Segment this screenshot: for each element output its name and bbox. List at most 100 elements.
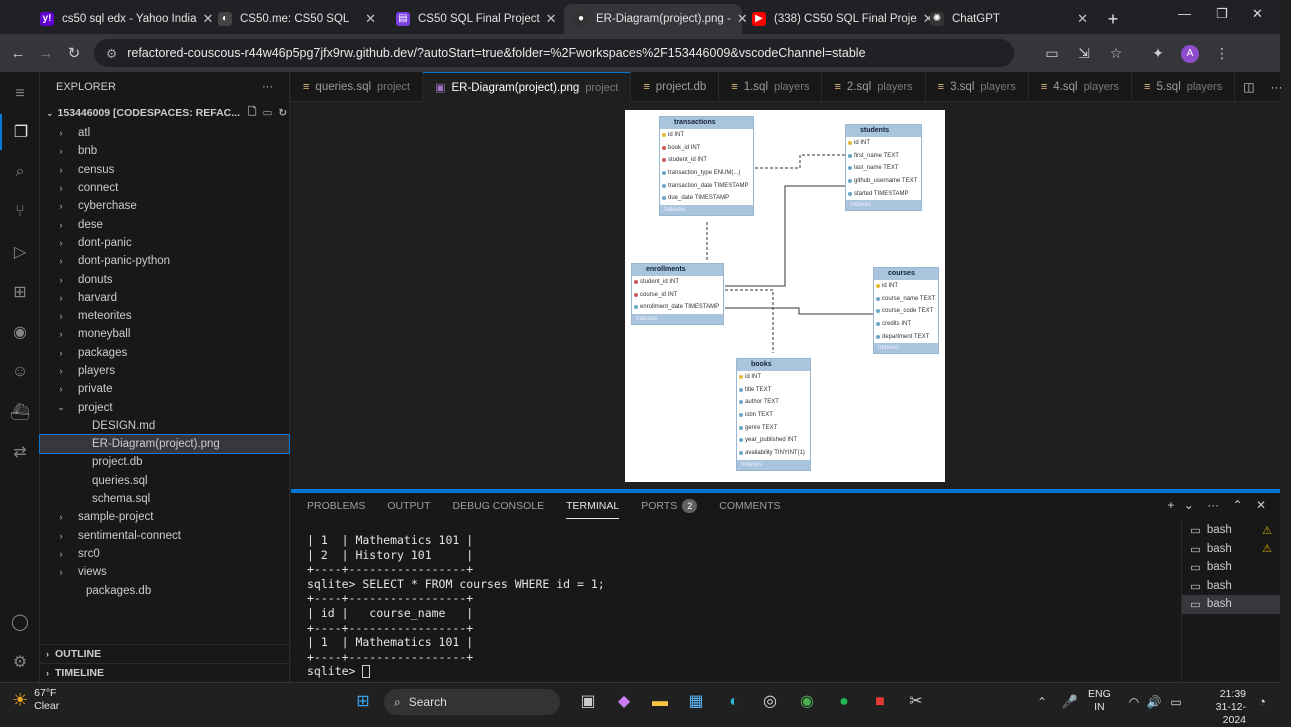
panel-tab-debug-console[interactable]: DEBUG CONSOLE <box>453 493 545 519</box>
maximize-panel-icon[interactable]: ⌃ <box>1232 498 1243 512</box>
panel-resize-sash[interactable] <box>291 489 1280 493</box>
tab-close-icon[interactable]: ✕ <box>922 11 934 26</box>
tree-folder[interactable]: ›meteorites <box>40 307 289 325</box>
editor-tab[interactable]: ≡project.db <box>631 72 720 102</box>
pdf-app-icon[interactable]: ■ <box>875 693 885 710</box>
close-panel-icon[interactable]: ✕ <box>1255 498 1266 512</box>
settings-gear-icon[interactable]: ⚙ <box>12 654 28 671</box>
more-actions-icon[interactable]: ··· <box>262 81 273 93</box>
spotify-icon[interactable]: ● <box>839 693 849 710</box>
tree-folder[interactable]: ›src0 <box>40 545 289 563</box>
dell-icon[interactable]: ◎ <box>763 693 777 710</box>
new-tab-plus-icon[interactable]: + <box>1107 8 1119 29</box>
tree-folder[interactable]: ›harvard <box>40 289 289 307</box>
tree-folder[interactable]: ›sentimental-connect <box>40 527 289 545</box>
terminal-instance[interactable]: ▭bash <box>1182 595 1280 614</box>
source-control-icon[interactable]: ⑂ <box>15 203 25 220</box>
account-icon[interactable]: ◯ <box>11 614 29 631</box>
language-indicator[interactable]: ENG IN <box>1088 688 1111 713</box>
panel-tab-problems[interactable]: PROBLEMS <box>307 493 365 519</box>
browser-tab[interactable]: ▤CS50 SQL Final Project✕ <box>386 4 564 34</box>
tree-folder[interactable]: ›census <box>40 161 289 179</box>
edge-icon[interactable]: ◐ <box>729 693 739 710</box>
outline-section[interactable]: ›OUTLINE <box>40 644 289 663</box>
tab-close-icon[interactable]: ✕ <box>545 11 557 26</box>
file-explorer-icon[interactable]: ▬ <box>652 693 668 710</box>
new-file-icon[interactable]: 🗋 <box>248 106 257 118</box>
tree-file[interactable]: packages.db <box>40 581 289 599</box>
tree-folder[interactable]: ›dont-panic <box>40 234 289 252</box>
tab-close-icon[interactable]: ✕ <box>365 11 376 26</box>
tree-folder[interactable]: ›sample-project <box>40 508 289 526</box>
tab-close-icon[interactable]: ✕ <box>736 11 748 26</box>
extensions-icon[interactable]: ✦ <box>1152 44 1164 61</box>
browser-tab[interactable]: ●ER-Diagram(project).png -✕ <box>564 4 748 34</box>
split-editor-icon[interactable]: ◫ <box>1243 80 1255 94</box>
battery-icon[interactable]: ▭ <box>1170 695 1182 709</box>
browser-tab[interactable]: ✺ChatGPT✕ <box>920 4 1098 34</box>
panel-tab-output[interactable]: OUTPUT <box>387 493 430 519</box>
cast-icon[interactable]: ⇲ <box>1078 44 1090 61</box>
more-actions-icon[interactable]: ··· <box>1207 498 1220 512</box>
tree-file[interactable]: schema.sql <box>40 490 289 508</box>
task-view-icon[interactable]: ▣ <box>580 693 596 710</box>
browser-menu-icon[interactable]: ⋮ <box>1215 44 1229 61</box>
weather-widget[interactable]: ☀ 67°F Clear <box>12 687 59 713</box>
tree-folder[interactable]: ›dese <box>40 215 289 233</box>
maximize-icon[interactable]: ❐ <box>1216 6 1228 21</box>
terminal-output[interactable]: | 1 | Mathematics 101 || 2 | History 101… <box>307 533 1167 682</box>
tree-folder[interactable]: ›moneyball <box>40 325 289 343</box>
profile-avatar[interactable]: A <box>1174 43 1206 63</box>
extensions-icon[interactable]: ⊞ <box>13 284 27 301</box>
browser-tab[interactable]: y!cs50 sql edx - Yahoo India✕ <box>30 4 213 34</box>
install-icon[interactable]: ▭ <box>1045 44 1059 61</box>
tab-close-icon[interactable]: ✕ <box>1077 11 1088 26</box>
clock[interactable]: 21:39 31-12-2024 <box>1215 688 1246 726</box>
windows-start-icon[interactable]: ⊞ <box>356 693 370 710</box>
workspace-root[interactable]: ⌄ 153446009 [CODESPACES: REFAC... 🗋 ▭ ↻ … <box>40 102 302 124</box>
taskbar-search[interactable]: ⌕ Search <box>384 689 560 715</box>
search-icon[interactable]: ⌕ <box>15 163 25 180</box>
hamburger-menu-icon[interactable]: ≡ <box>15 85 25 102</box>
snipping-tool-icon[interactable]: ✂ <box>909 693 923 710</box>
tree-folder[interactable]: ›cyberchase <box>40 197 289 215</box>
docker-icon[interactable]: ⛴ <box>9 404 31 421</box>
more-actions-icon[interactable]: ··· <box>1270 80 1283 94</box>
github-icon[interactable]: ◉ <box>13 324 27 341</box>
panel-tab-terminal[interactable]: TERMINAL <box>566 493 620 519</box>
chevron-down-icon[interactable]: ⌄ <box>1183 498 1194 512</box>
terminal-instance[interactable]: ▭bash <box>1182 558 1280 577</box>
new-folder-icon[interactable]: ▭ <box>262 107 273 119</box>
explorer-icon[interactable]: ❐ <box>0 114 40 150</box>
remote-explorer-icon[interactable]: ⇄ <box>13 444 27 461</box>
minimize-icon[interactable]: — <box>1178 6 1191 21</box>
panel-tab-comments[interactable]: COMMENTS <box>719 493 780 519</box>
tree-folder[interactable]: ›donuts <box>40 270 289 288</box>
browser-tab[interactable]: ▶(338) CS50 SQL Final Proje✕ <box>742 4 934 34</box>
tree-folder[interactable]: ›players <box>40 362 289 380</box>
new-terminal-plus-icon[interactable]: + <box>1167 498 1175 512</box>
store-icon[interactable]: ▦ <box>688 693 704 710</box>
tree-folder[interactable]: ›dont-panic-python <box>40 252 289 270</box>
microphone-icon[interactable]: 🎤 <box>1061 694 1079 709</box>
show-hidden-icons-icon[interactable]: ⌃ <box>1036 695 1048 709</box>
browser-tab[interactable]: ◐CS50.me: CS50 SQL✕ <box>208 4 386 34</box>
forward-icon[interactable]: → <box>38 44 54 62</box>
url-bar[interactable]: ⚙ refactored-couscous-r44w46p5pg7jfx9rw.… <box>94 39 1014 67</box>
chrome-icon[interactable]: ◉ <box>800 693 814 710</box>
tree-folder[interactable]: ⌄project <box>40 398 289 416</box>
tree-folder[interactable]: ›atl <box>40 124 289 142</box>
tree-file[interactable]: DESIGN.md <box>40 417 289 435</box>
terminal-instance[interactable]: ▭bash⚠ <box>1182 540 1280 559</box>
terminal-instance[interactable]: ▭bash <box>1182 577 1280 596</box>
tree-folder[interactable]: ›bnb <box>40 142 289 160</box>
terminal-instance[interactable]: ▭bash⚠ <box>1182 521 1280 540</box>
tree-file[interactable]: ER-Diagram(project).png <box>39 434 290 455</box>
